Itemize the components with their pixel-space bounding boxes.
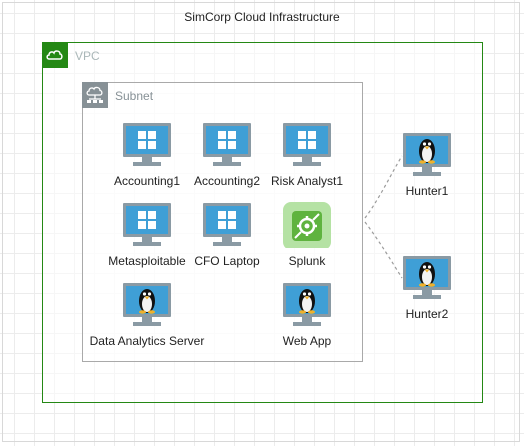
- node-label: Hunter2: [405, 307, 449, 321]
- windows-desktop-icon: [203, 203, 251, 246]
- node-hunter2[interactable]: Hunter2: [367, 255, 487, 325]
- node-label: Risk Analyst1: [270, 174, 344, 188]
- node-accounting1[interactable]: Accounting1: [87, 122, 207, 192]
- node-accounting2[interactable]: Accounting2: [167, 122, 287, 192]
- subnet-network-icon: [82, 82, 108, 108]
- node-metasploitable[interactable]: Metasploitable: [87, 202, 207, 272]
- node-hunter1[interactable]: Hunter1: [367, 132, 487, 202]
- node-label: Hunter1: [405, 184, 449, 198]
- node-label: Accounting2: [193, 174, 261, 188]
- windows-desktop-icon: [123, 203, 171, 246]
- node-web-app[interactable]: Web App: [247, 282, 367, 352]
- diagram-title: SimCorp Cloud Infrastructure: [184, 10, 340, 24]
- node-data-analytics-server[interactable]: Data Analytics Server: [87, 282, 207, 352]
- linux-desktop-icon: [403, 256, 451, 299]
- windows-desktop-icon: [123, 123, 171, 166]
- node-cfo-laptop[interactable]: CFO Laptop: [167, 202, 287, 272]
- linux-desktop-icon: [283, 283, 331, 326]
- node-label: Data Analytics Server: [89, 334, 205, 348]
- node-label: Splunk: [288, 254, 326, 268]
- linux-desktop-icon: [123, 283, 171, 326]
- node-splunk[interactable]: Splunk: [247, 202, 367, 272]
- node-label: Accounting1: [113, 174, 181, 188]
- node-label: CFO Laptop: [194, 254, 260, 268]
- node-label: Metasploitable: [108, 254, 186, 268]
- linux-desktop-icon: [403, 133, 451, 176]
- windows-desktop-icon: [283, 123, 331, 166]
- node-risk-analyst1[interactable]: Risk Analyst1: [247, 122, 367, 192]
- windows-desktop-icon: [203, 123, 251, 166]
- splunk-icon: [283, 202, 331, 248]
- vpc-cloud-icon: [42, 42, 68, 68]
- subnet-label: Subnet: [115, 89, 154, 103]
- node-label: Web App: [282, 334, 332, 348]
- vpc-label: VPC: [75, 49, 100, 63]
- diagram-frame: [2, 2, 520, 442]
